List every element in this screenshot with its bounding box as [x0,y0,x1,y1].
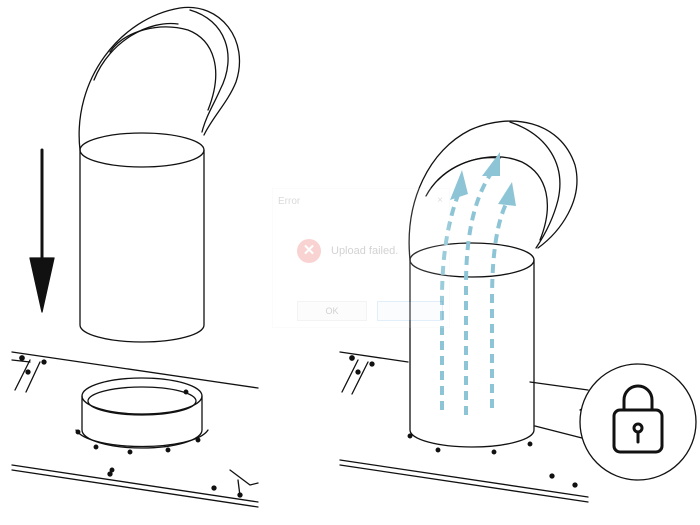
error-x-icon: ✕ [297,239,321,263]
error-dialog: Error × ✕ Upload failed. OK [272,188,450,328]
padlock-icon [612,384,664,454]
roof-collar-icon [75,377,209,473]
duct-elbow-icon [78,6,241,343]
close-icon[interactable]: × [437,195,443,206]
roof-plate-right [339,351,589,503]
roof-plate-left [11,351,259,508]
down-arrow-icon [29,148,55,313]
retry-button[interactable] [377,301,443,321]
installed-duct-icon [408,120,578,448]
padlock-callout [579,363,697,481]
ok-button[interactable]: OK [297,301,367,321]
dialog-message: Upload failed. [331,245,399,257]
airflow-arrows-icon [440,170,510,415]
dialog-title: Error [278,196,301,207]
airflow-arrowheads [450,152,516,206]
